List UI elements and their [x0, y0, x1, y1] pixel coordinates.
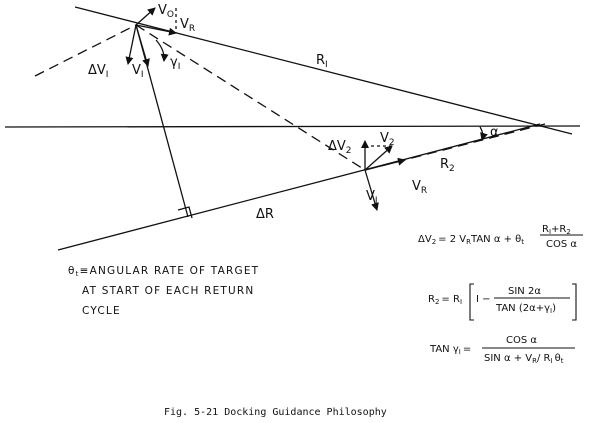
vr-top-vector — [135, 24, 177, 36]
gamma-angle-arc — [155, 39, 169, 62]
line-delta-r — [57, 123, 541, 251]
label-r2: R2 — [440, 157, 455, 174]
horizontal-reference-line — [4, 125, 581, 128]
svg-text:SIN 2α: SIN 2α — [508, 286, 541, 297]
perpendicular-line — [135, 24, 189, 218]
label-v0: VO — [158, 3, 174, 20]
svg-text:TAN γI=: TAN γI= — [429, 344, 471, 356]
svg-text:COS α: COS α — [546, 239, 577, 250]
v1-top-vector — [135, 24, 150, 67]
svg-text:COS α: COS α — [506, 335, 537, 346]
angular-rate-note: θt≡ANGULAR RATE OF TARGET AT START OF EA… — [68, 265, 259, 317]
alpha-angle-arc — [479, 126, 488, 141]
dashed-line-diagonal — [135, 24, 366, 171]
equation-r2: R2= RI I − SIN 2α TAN (2α+γI) — [428, 283, 577, 321]
dv1-vector — [125, 24, 137, 65]
svg-text:R2= RI: R2= RI — [428, 294, 462, 306]
svg-text:ΔV2= 2 VRTAN α + θt: ΔV2= 2 VRTAN α + θt — [418, 234, 524, 246]
label-dv2: ΔV2 — [328, 139, 352, 156]
svg-text:TAN (2α+γI): TAN (2α+γI) — [495, 303, 556, 315]
v0-vector — [135, 7, 156, 26]
label-vr-top: VR — [180, 17, 195, 34]
svg-text:AT START OF EACH RETURN: AT START OF EACH RETURN — [82, 285, 254, 297]
label-delta-r: ΔR — [256, 207, 274, 222]
svg-text:I −: I − — [476, 294, 491, 305]
v1-low-vector — [364, 169, 379, 211]
svg-text:CYCLE: CYCLE — [82, 305, 121, 317]
label-gamma1: γI — [170, 55, 180, 72]
label-vr-low: VR — [412, 179, 427, 196]
vr-low-vector — [364, 157, 406, 171]
label-r1: RI — [316, 53, 328, 70]
line-r1 — [74, 6, 573, 135]
figure-caption: Fig. 5-21 Docking Guidance Philosophy — [164, 407, 387, 418]
label-alpha: α — [490, 125, 499, 140]
v2-vector — [364, 145, 393, 171]
label-v2: V2 — [380, 131, 395, 148]
dashed-line-left — [34, 24, 137, 77]
label-dv1: ΔVI — [88, 63, 108, 80]
label-v1-top: VI — [132, 63, 144, 80]
equation-dv2: ΔV2= 2 VRTAN α + θt RI+R2 COS α — [418, 224, 583, 250]
right-angle-mark — [177, 206, 193, 219]
svg-text:RI+R2: RI+R2 — [542, 224, 571, 236]
label-v1-low: VI — [366, 189, 378, 206]
svg-text:θt≡ANGULAR RATE OF TARGET: θt≡ANGULAR RATE OF TARGET — [68, 265, 259, 278]
